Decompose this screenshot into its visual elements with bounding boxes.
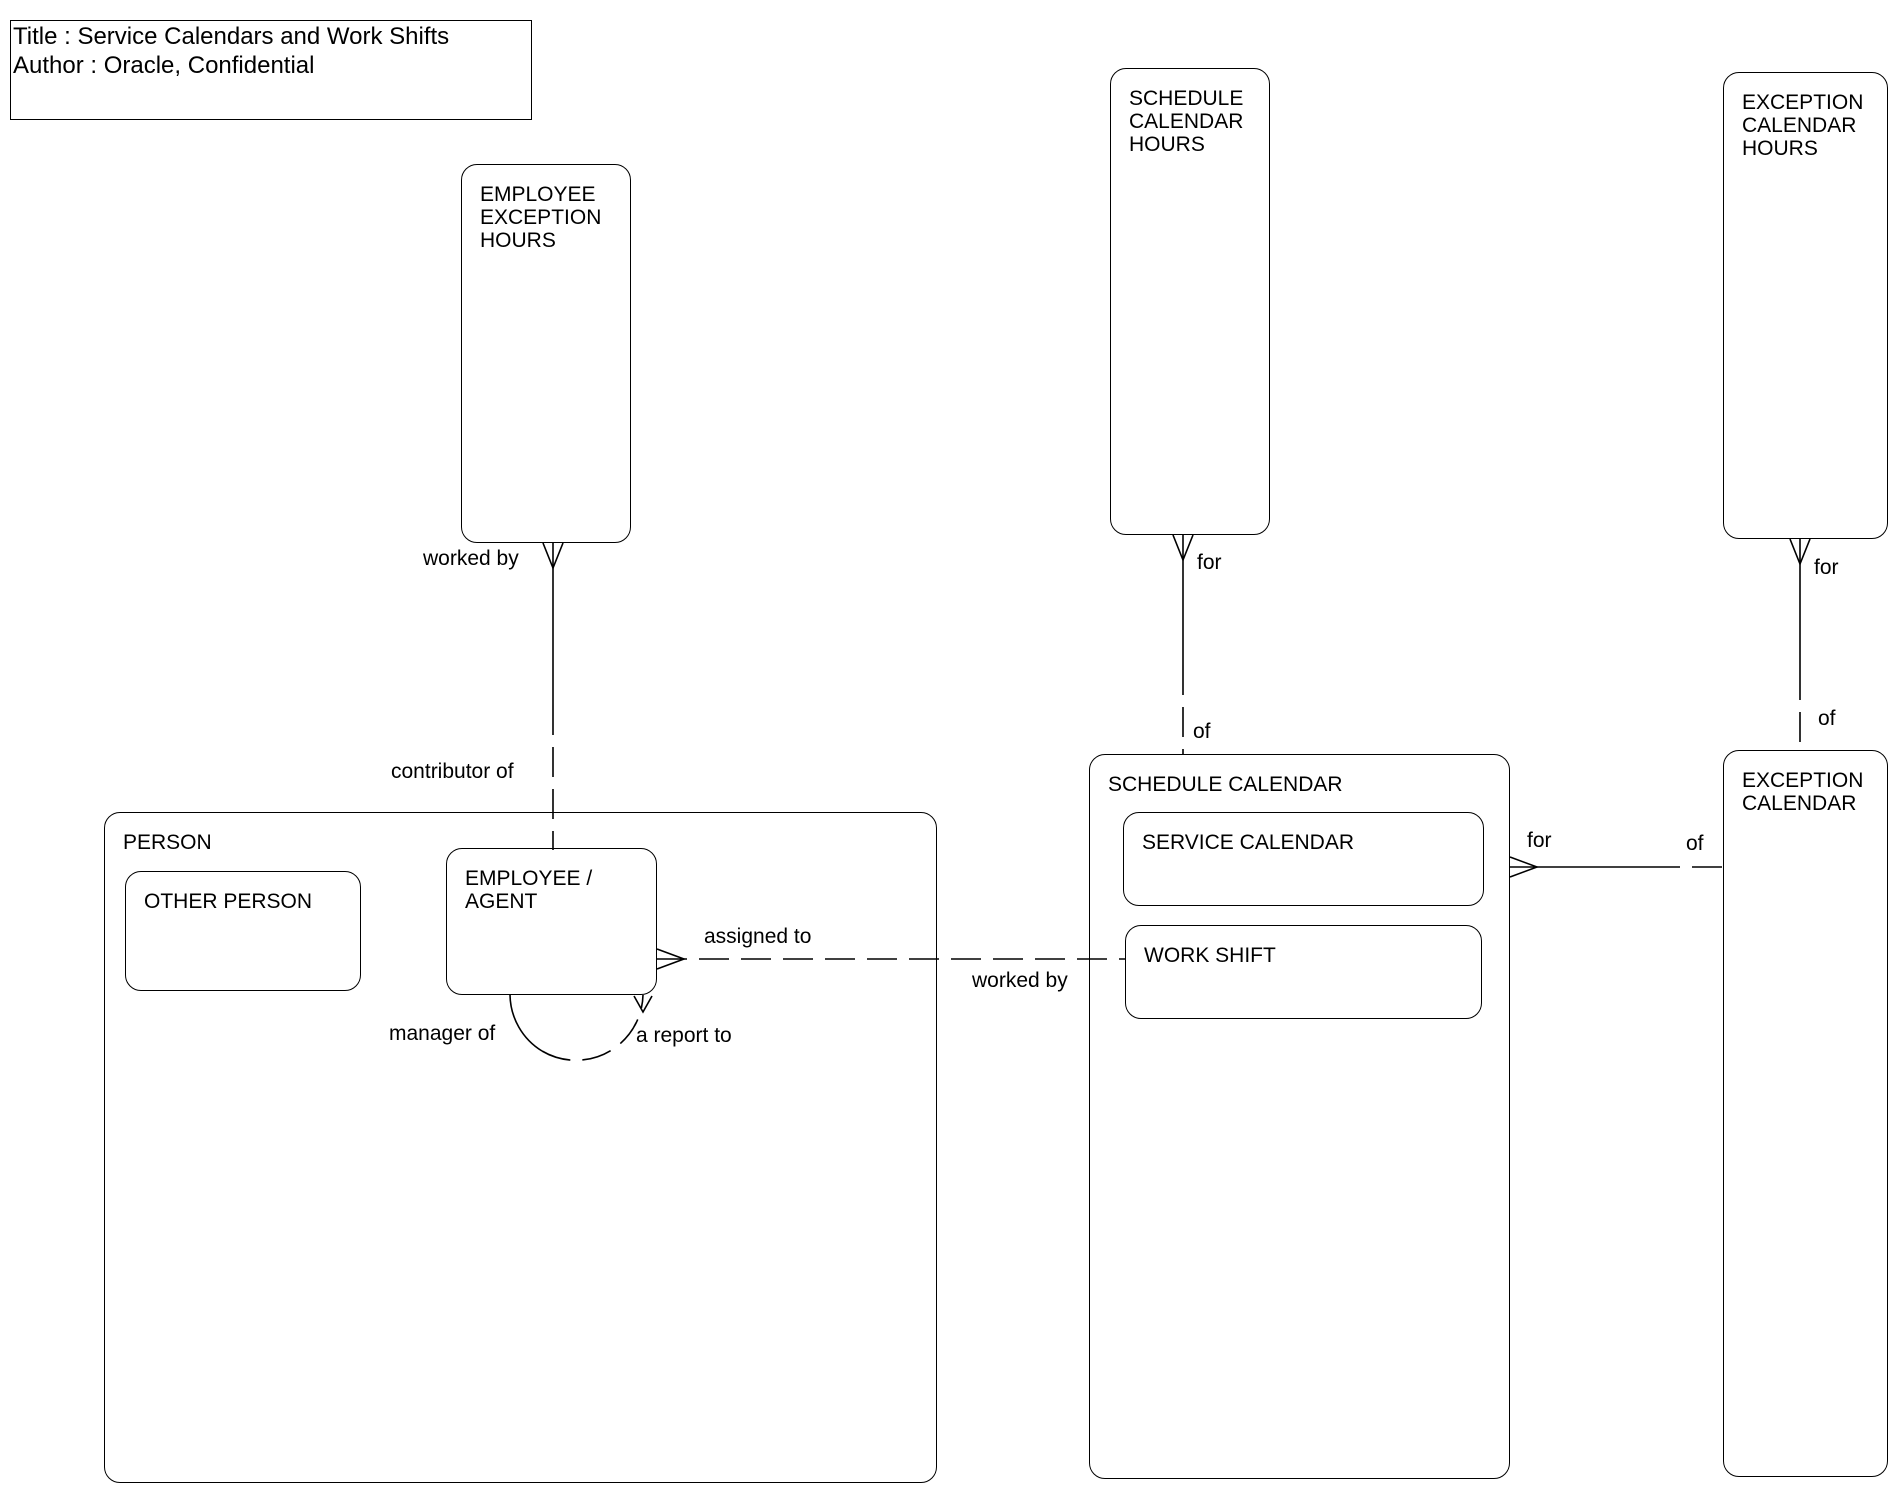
entity-label: OTHER PERSON [144, 890, 313, 913]
rel-label-eeh-worked-by: worked by [423, 547, 519, 570]
crowsfoot-ech [1789, 538, 1811, 567]
crowsfoot-emp-recursive [633, 995, 653, 1014]
rel-label-sc-ec-for: for [1527, 829, 1552, 852]
entity-exception-calendar[interactable]: EXCEPTION CALENDAR [1723, 750, 1888, 1477]
entity-person[interactable]: PERSON [104, 812, 937, 1483]
entity-label: EMPLOYEE EXCEPTION HOURS [480, 183, 602, 252]
rel-label-emp-manager-of: manager of [389, 1022, 496, 1045]
entity-label: SCHEDULE CALENDAR [1108, 773, 1343, 796]
entity-label: EXCEPTION CALENDAR HOURS [1742, 91, 1864, 160]
rel-label-sch-of: of [1193, 720, 1211, 743]
rel-label-emp-a-report-to: a report to [636, 1024, 732, 1047]
crowsfoot-sch [1172, 534, 1194, 563]
rel-label-sc-ec-of: of [1686, 832, 1704, 855]
diagram-author: Author : Oracle, Confidential [13, 52, 315, 79]
rel-label-sch-for: for [1197, 551, 1222, 574]
title-block: Title : Service Calendars and Work Shift… [10, 20, 532, 120]
entity-other-person[interactable]: OTHER PERSON [125, 871, 361, 991]
entity-label: EMPLOYEE / AGENT [465, 867, 593, 913]
recursive-emp-solid [509, 994, 543, 1052]
entity-service-calendar[interactable]: SERVICE CALENDAR [1123, 812, 1484, 906]
rel-label-emp-assigned-to: assigned to [704, 925, 812, 948]
crowsfoot-eeh [542, 542, 564, 571]
entity-employee-exception-hours[interactable]: EMPLOYEE EXCEPTION HOURS [461, 164, 631, 543]
rel-label-eeh-contributor-of: contributor of [391, 760, 514, 783]
entity-label: PERSON [123, 831, 212, 854]
diagram-title: Title : Service Calendars and Work Shift… [13, 23, 450, 50]
rel-label-ech-for: for [1814, 556, 1839, 579]
rel-label-ech-of: of [1818, 707, 1836, 730]
entity-exception-calendar-hours[interactable]: EXCEPTION CALENDAR HOURS [1723, 72, 1888, 539]
rel-label-emp-worked-by: worked by [972, 969, 1068, 992]
entity-schedule-calendar[interactable]: SCHEDULE CALENDAR [1089, 754, 1510, 1479]
recursive-emp-dashed [541, 994, 644, 1062]
entity-employee-agent[interactable]: EMPLOYEE / AGENT [446, 848, 657, 995]
entity-work-shift[interactable]: WORK SHIFT [1125, 925, 1482, 1019]
entity-label: WORK SHIFT [1144, 944, 1276, 967]
entity-label: EXCEPTION CALENDAR [1742, 769, 1864, 815]
crowsfoot-emp-ws [656, 948, 687, 970]
entity-schedule-calendar-hours[interactable]: SCHEDULE CALENDAR HOURS [1110, 68, 1270, 535]
entity-label: SCHEDULE CALENDAR HOURS [1129, 87, 1244, 156]
crowsfoot-sc-ec [1509, 856, 1540, 878]
entity-label: SERVICE CALENDAR [1142, 831, 1355, 854]
